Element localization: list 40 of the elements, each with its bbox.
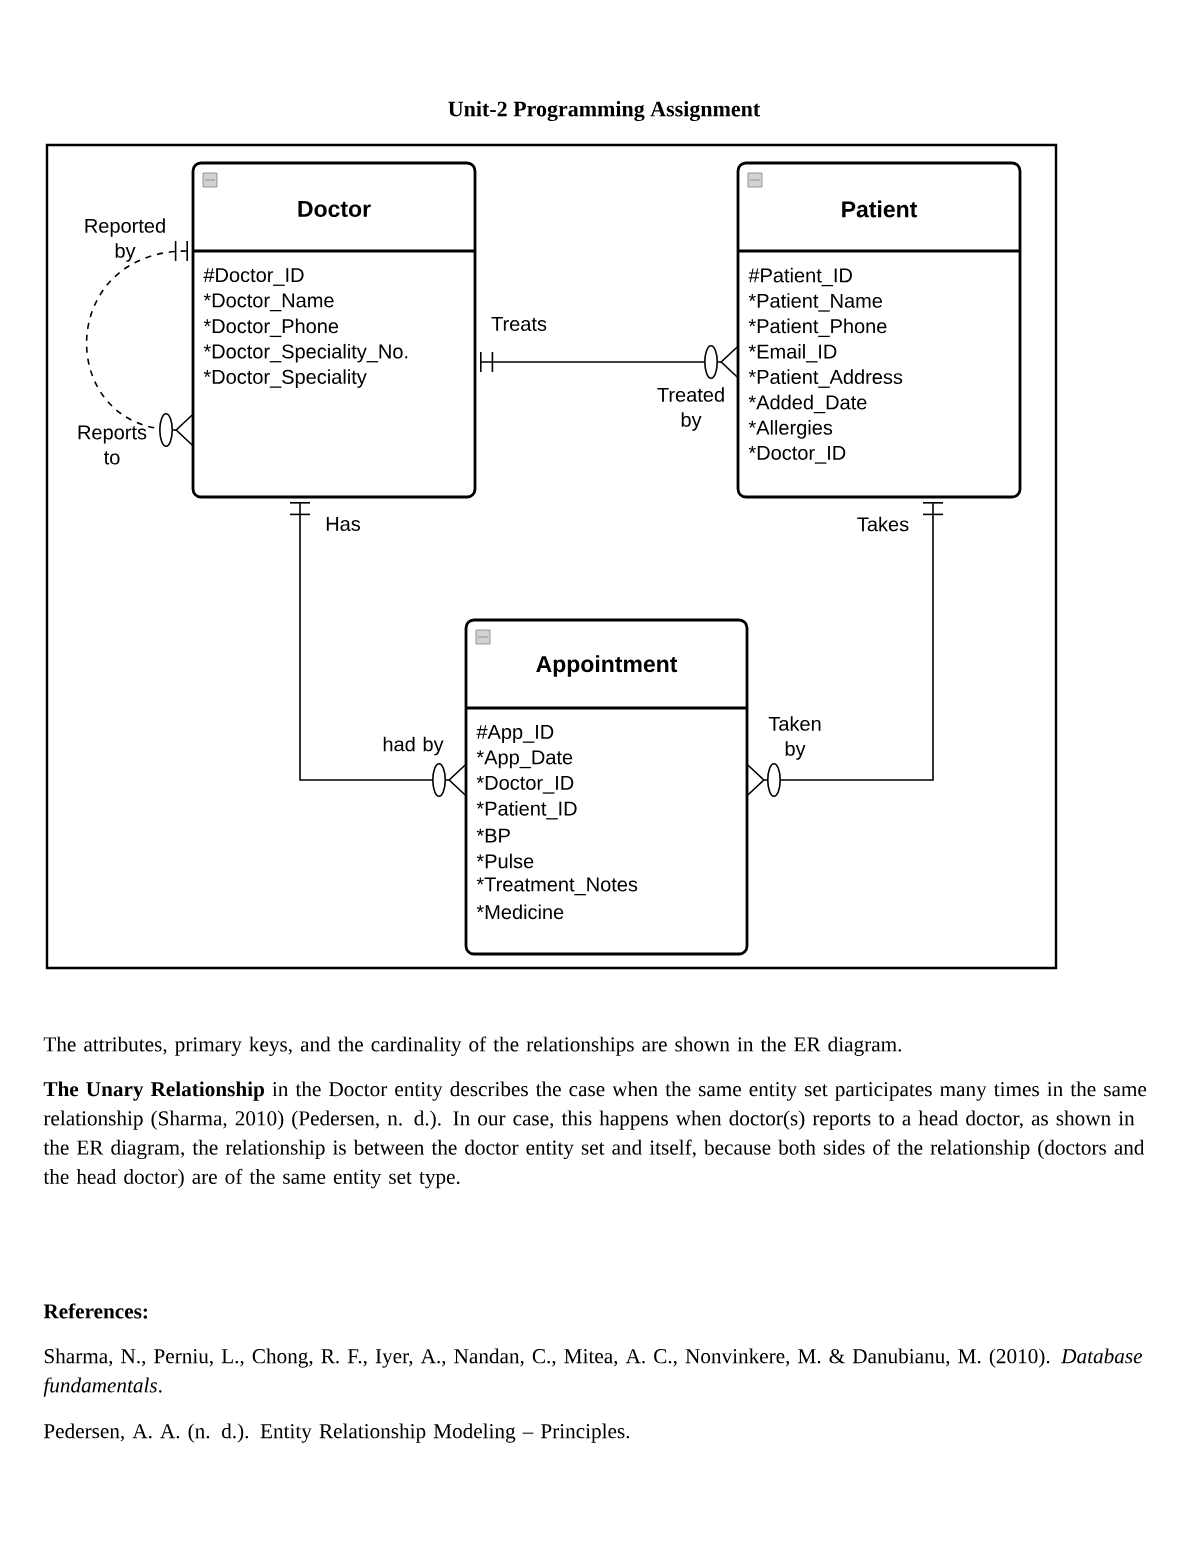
attribute: *Patient_Address — [748, 369, 903, 388]
attribute: *Doctor_Phone — [203, 318, 339, 338]
attribute: *Email_ID — [748, 343, 837, 363]
role-label: Has — [326, 517, 361, 531]
attribute: *Allergies — [748, 420, 833, 439]
entity-name: Patient — [842, 200, 918, 218]
attribute: #App_ID — [476, 725, 554, 743]
attribute: *App_Date — [476, 750, 573, 769]
attribute: *Doctor_ID — [748, 445, 846, 464]
role-label: Reported by — [85, 218, 165, 262]
attribute: *Doctor_Speciality — [203, 369, 367, 388]
role-label: Takes — [857, 516, 909, 532]
attribute: *Doctor_Name — [203, 293, 334, 312]
entity-name: Doctor — [298, 201, 371, 217]
attribute: *Patient_ID — [476, 801, 577, 820]
entity-name: Appointment — [536, 655, 678, 677]
paragraph: Sharma, N., Perniu, L., Chong, R. F., Iyer, A., Nandan, C., Mitea, A. C., Nonvinkere, M. & Danubianu, M. (2010). Database fundamentals. — [43, 1348, 1143, 1397]
relationship-line — [289, 502, 466, 797]
attribute: *Added_Date — [748, 394, 867, 414]
attribute: *BP — [476, 828, 510, 843]
paragraph: Pedersen, A. A. (n. d.). Entity Relationship Modeling – Principles. — [44, 1423, 630, 1443]
role-label: had by — [383, 736, 444, 756]
role-label: Taken by — [768, 716, 821, 760]
attribute: *Pulse — [476, 853, 534, 869]
relationship-line — [480, 345, 738, 379]
attribute: *Doctor_ID — [476, 775, 574, 794]
attribute: *Patient_Name — [748, 293, 882, 312]
paragraph: The attributes, primary keys, and the cardinality of the relationships are shown in the ER diagram. — [43, 1036, 902, 1056]
attribute: #Patient_ID — [748, 267, 852, 287]
relationship-line — [747, 502, 944, 797]
attribute: *Patient_Phone — [748, 318, 887, 338]
attribute: *Medicine — [476, 904, 564, 920]
attribute: #Doctor_ID — [203, 268, 304, 286]
relationship-line — [85, 240, 193, 447]
heading: References: — [43, 1303, 148, 1319]
attribute: *Treatment_Notes — [476, 877, 638, 896]
attribute: *Doctor_Speciality_No. — [203, 343, 408, 363]
title: Unit-2 Programming Assignment — [448, 100, 761, 122]
role-label: Reports to — [78, 425, 147, 465]
paragraph: The Unary Relationship in the Doctor entity describes the case when the same entity set participates many times in the same relationship (Sharma, 2010) (Pedersen, n. d.). In our case, this happens when doctor(s) reports to a head doctor, as shown in the ER diagram, the relationship is between the doctor entity set and itself, because both sides of the relationship (doctors and the head doctor) are of the same entity set type. — [43, 1081, 1147, 1189]
